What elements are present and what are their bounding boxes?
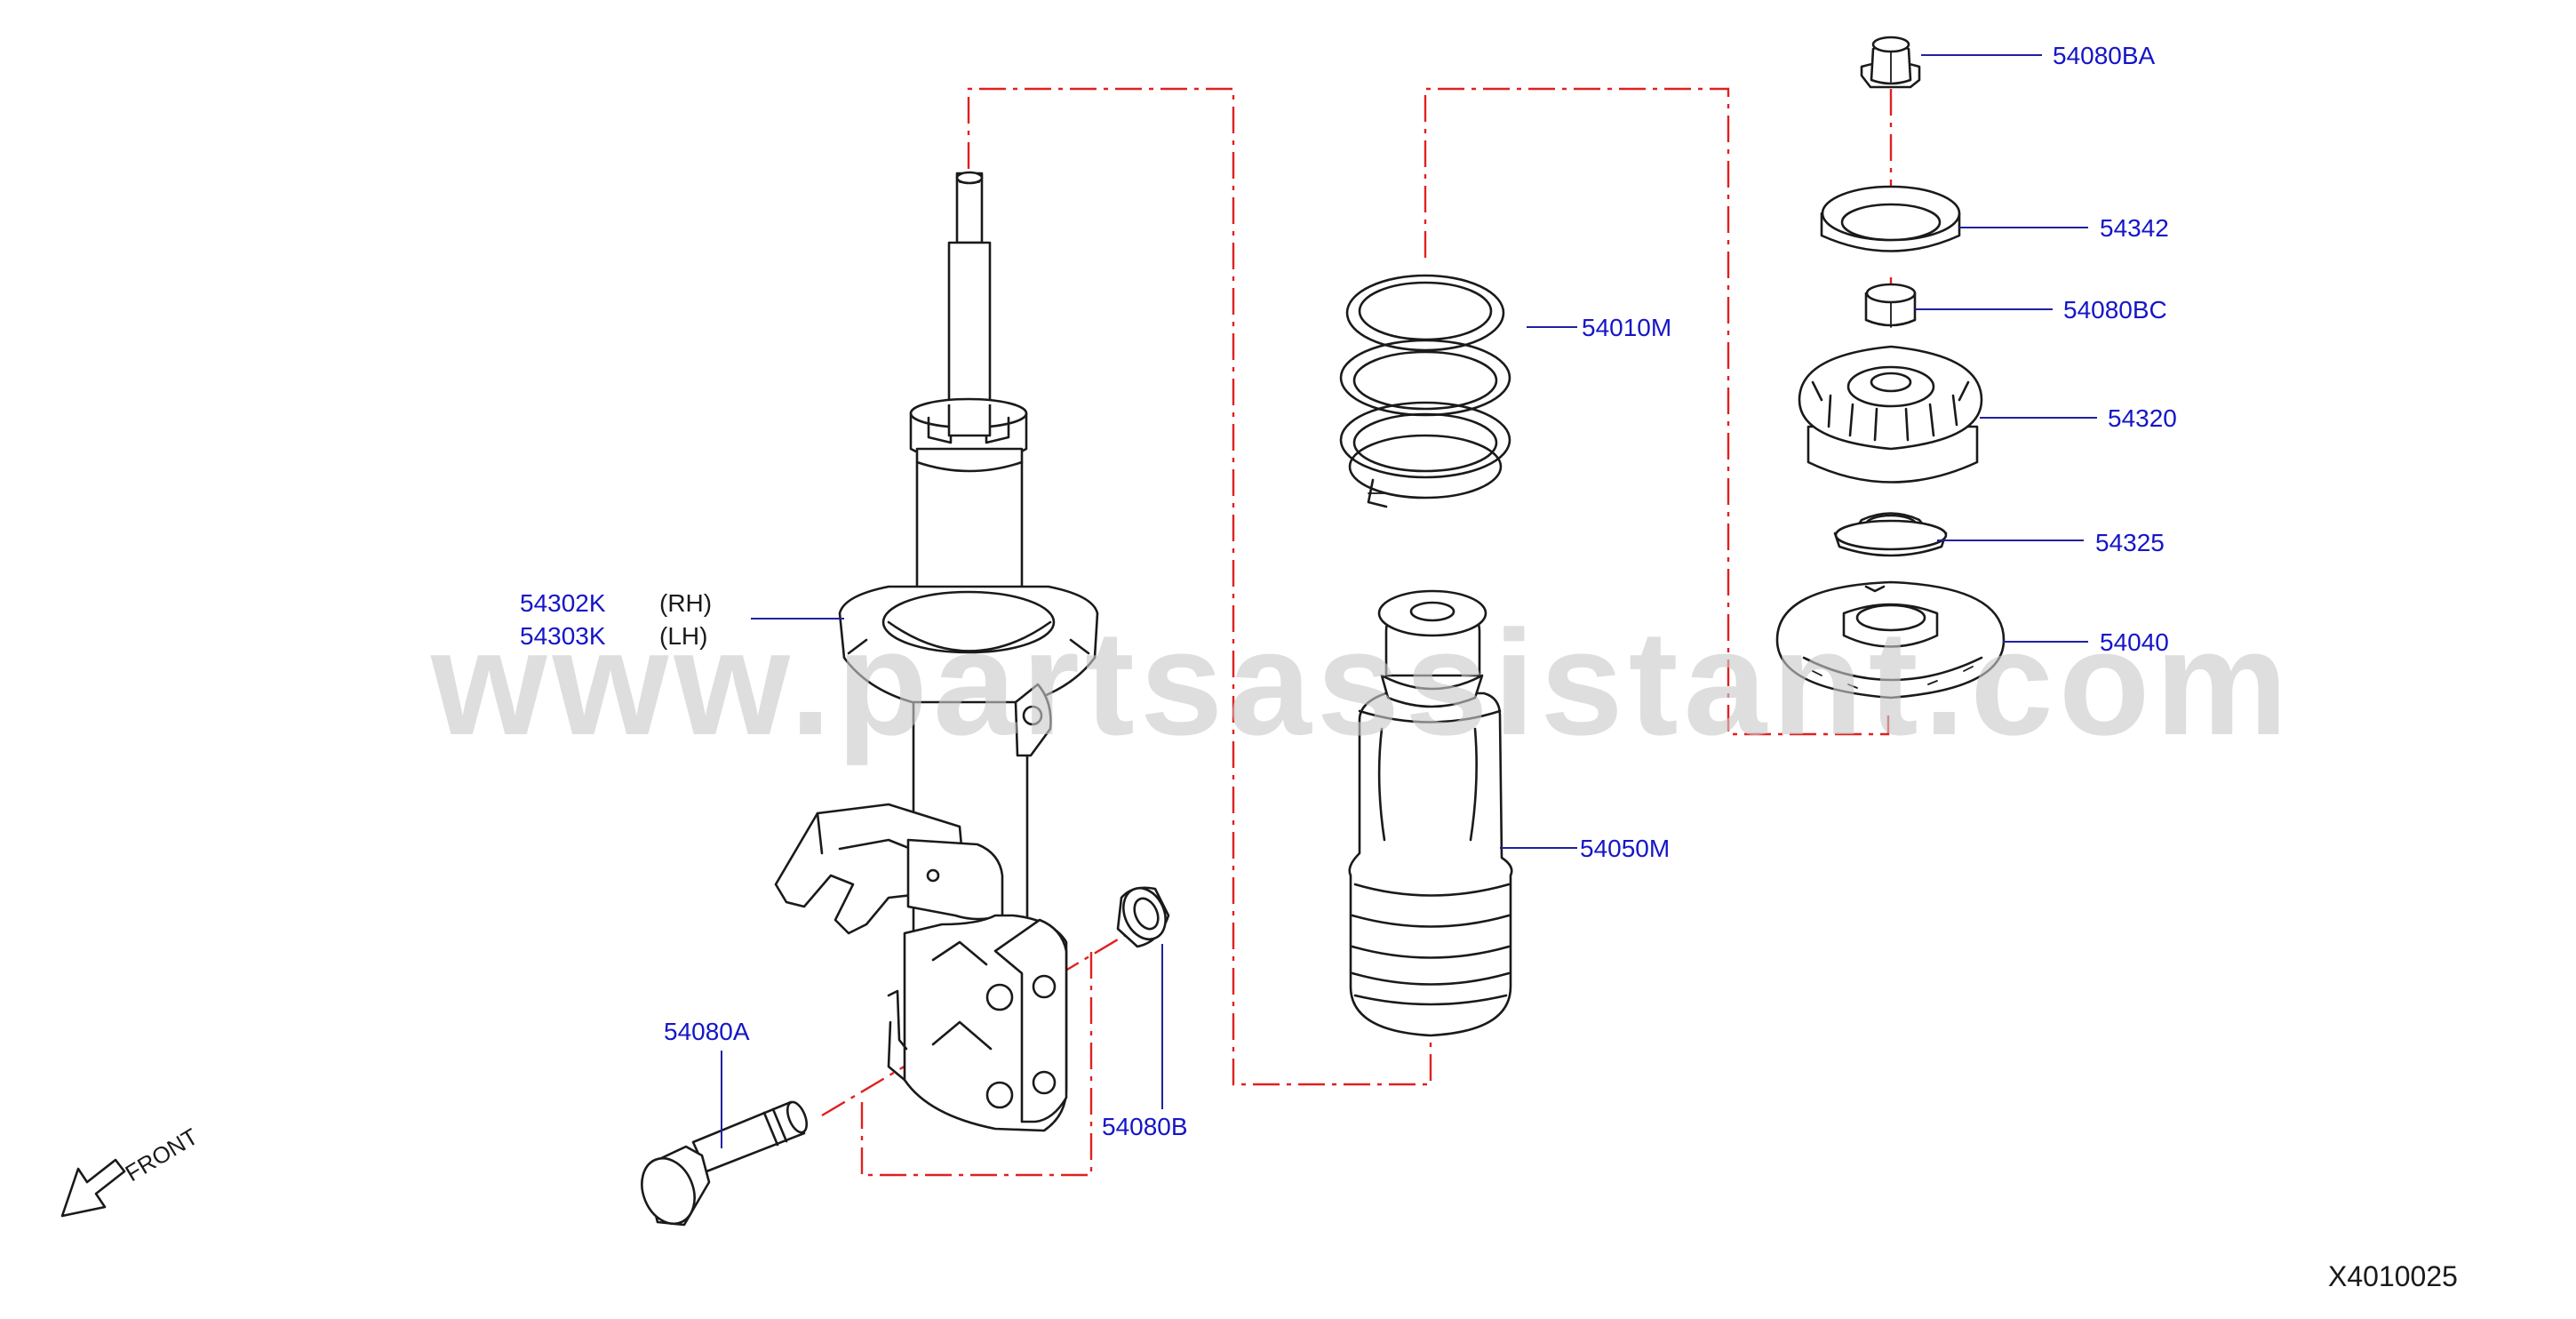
diagram-code: X4010025	[2328, 1260, 2458, 1292]
front-label: FRONT	[121, 1123, 203, 1187]
callout-washer[interactable]: 54342	[2100, 214, 2169, 242]
callout-labels: 54302K (RH) 54303K (LH) 54080A 54080B 54…	[520, 42, 2177, 1140]
bearing[interactable]	[1833, 512, 1948, 557]
callout-nut-mid[interactable]: 54080BC	[2063, 296, 2167, 324]
coil-spring[interactable]	[1339, 274, 1511, 508]
callout-strut-lh-side: (LH)	[659, 622, 707, 650]
callout-strut-rh[interactable]: 54302K	[520, 589, 606, 617]
callout-bound-bumper[interactable]: 54050M	[1580, 835, 1670, 862]
spring-seat[interactable]	[1775, 580, 2006, 699]
leader-lines	[721, 54, 2097, 1148]
callout-strut-rh-side: (RH)	[659, 589, 712, 617]
callout-spring[interactable]: 54010M	[1582, 314, 1671, 341]
washer[interactable]	[1820, 185, 1961, 252]
callout-mount-insulator[interactable]: 54320	[2108, 404, 2177, 432]
callout-nut-lower[interactable]: 54080B	[1102, 1113, 1188, 1140]
nut-mid[interactable]	[1864, 283, 1917, 328]
callout-nut-top[interactable]: 54080BA	[2053, 42, 2156, 69]
callout-bearing[interactable]: 54325	[2095, 529, 2165, 556]
strut-assembly[interactable]	[774, 171, 1099, 1132]
bound-bumper[interactable]	[1348, 589, 1513, 1037]
watermark: www.partsassistant.com	[430, 599, 2293, 766]
nut-lower[interactable]	[1115, 882, 1173, 948]
callout-spring-seat[interactable]: 54040	[2100, 628, 2169, 656]
callout-bolt[interactable]: 54080A	[664, 1018, 750, 1045]
callout-strut-lh[interactable]: 54303K	[520, 622, 606, 650]
nut-top[interactable]	[1860, 36, 1921, 89]
bolt[interactable]	[633, 1099, 810, 1232]
front-arrow	[60, 1158, 126, 1218]
mount-insulator[interactable]	[1798, 345, 1983, 484]
